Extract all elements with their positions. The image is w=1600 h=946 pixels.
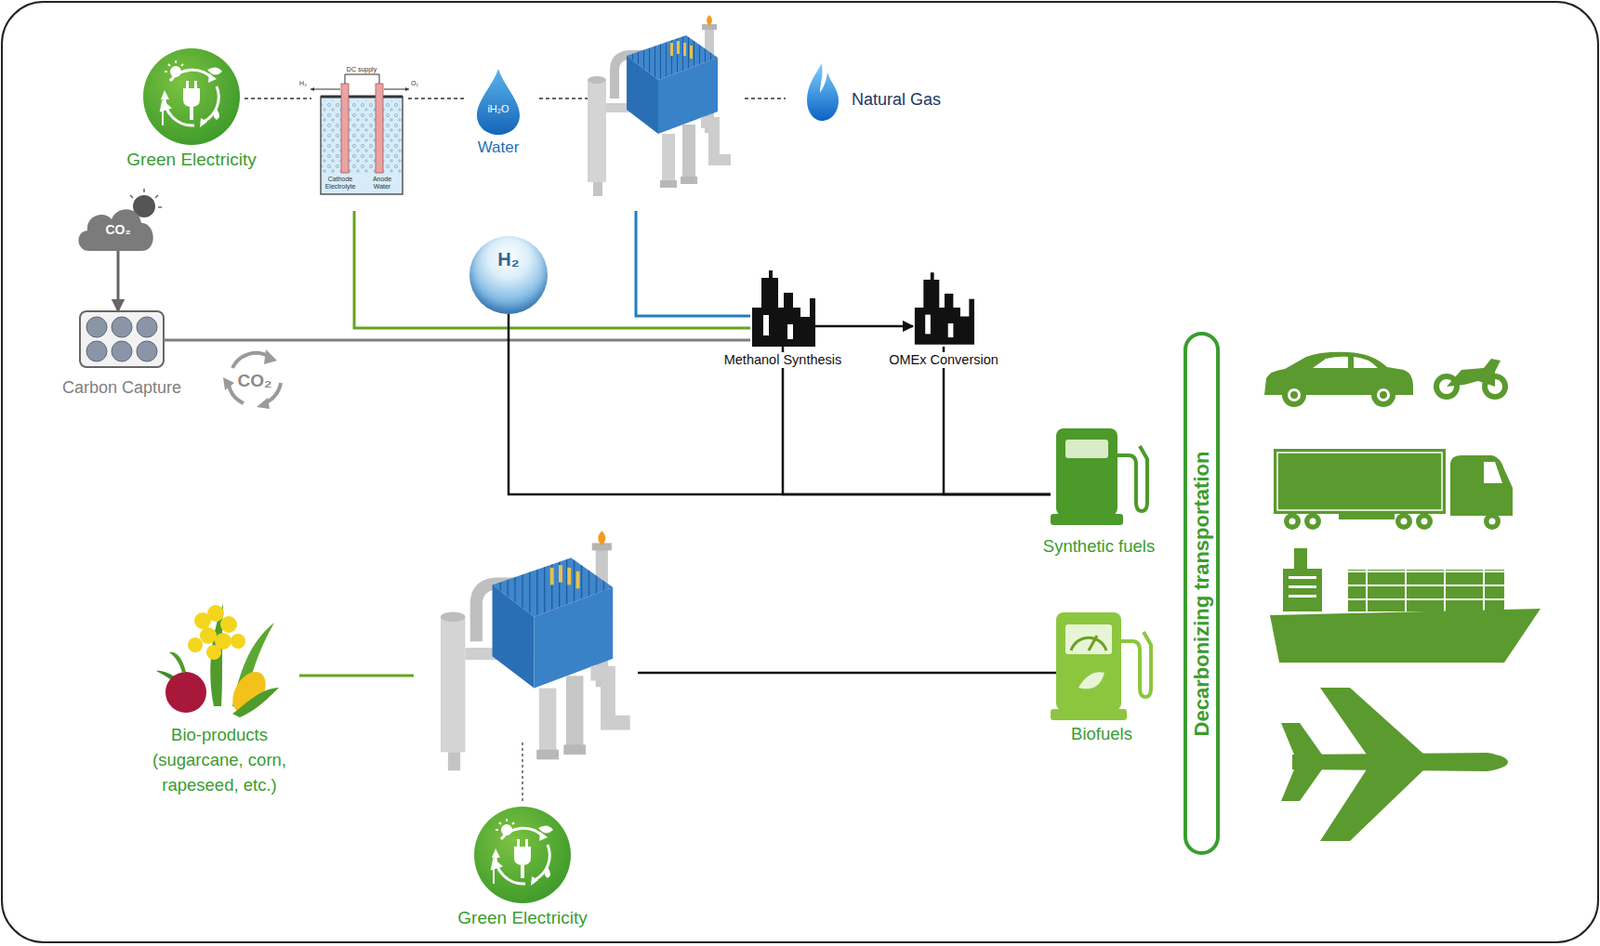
hydrogen-sphere: H₂ — [469, 236, 548, 315]
node-text: H₂ — [497, 248, 519, 271]
node-text: iH₂O — [487, 103, 509, 116]
node-label: Synthetic fuels — [1040, 536, 1158, 557]
co2-cloud: CO₂ — [81, 206, 155, 252]
synthetic-fuel-pump: Synthetic fuels — [1050, 428, 1148, 526]
electrolyzer-label: Anode Water — [366, 175, 398, 190]
biofuel-pump — [1050, 612, 1151, 721]
node-label: Biofuels — [1068, 724, 1136, 745]
methanol-synthesis-plant: Methanol Synthesis — [750, 270, 816, 347]
green-electricity-icon: Green Electricity — [473, 806, 572, 905]
node-label: Bio-products (sugarcane, corn, rapeseed,… — [128, 723, 311, 798]
co2-cycle-label: CO₂ — [238, 370, 273, 393]
omex-conversion-plant: OMEx Conversion — [912, 270, 975, 347]
node-label: Natural Gas — [851, 90, 941, 111]
band-title: Decarbonizing transportation — [1189, 450, 1214, 737]
node-label: Water — [475, 138, 523, 158]
connector — [163, 339, 751, 343]
bio-products-icon: Bio-products (sugarcane, corn, rapeseed,… — [153, 596, 286, 715]
node-label: Methanol Synthesis — [721, 352, 846, 369]
node-label: Green Electricity — [454, 908, 590, 930]
vehicles — [1264, 352, 1541, 842]
electrolyzer-label: Cathode Electrolyte — [321, 175, 359, 190]
electrolyzer-label: H₂ — [299, 79, 307, 88]
connector — [782, 346, 1051, 495]
biofuel-pump: Biofuels — [1050, 612, 1153, 721]
transport-band: Decarbonizing transportation — [1183, 331, 1220, 856]
natural-gas-flame: Natural Gas — [805, 61, 841, 121]
electrolyzer-label: DC supply — [346, 66, 377, 74]
carbon-capture-unit: Carbon Capture — [79, 311, 164, 368]
bio-products-icon — [156, 604, 279, 719]
node-label: Carbon Capture — [59, 378, 185, 399]
node-label: OMEx Conversion — [885, 352, 1002, 369]
node-text: CO₂ — [105, 222, 131, 239]
water-drop: iH₂OWater — [476, 68, 520, 135]
node-label: Green Electricity — [123, 149, 259, 172]
connector — [508, 314, 1051, 495]
electrolyzer — [310, 74, 410, 195]
connector — [943, 346, 1051, 495]
electrolyzer-label: O₂ — [410, 79, 419, 88]
connector — [815, 325, 913, 329]
fuel-pump — [1050, 428, 1148, 526]
green-electricity-icon: Green Electricity — [142, 47, 241, 146]
connector — [117, 251, 120, 312]
